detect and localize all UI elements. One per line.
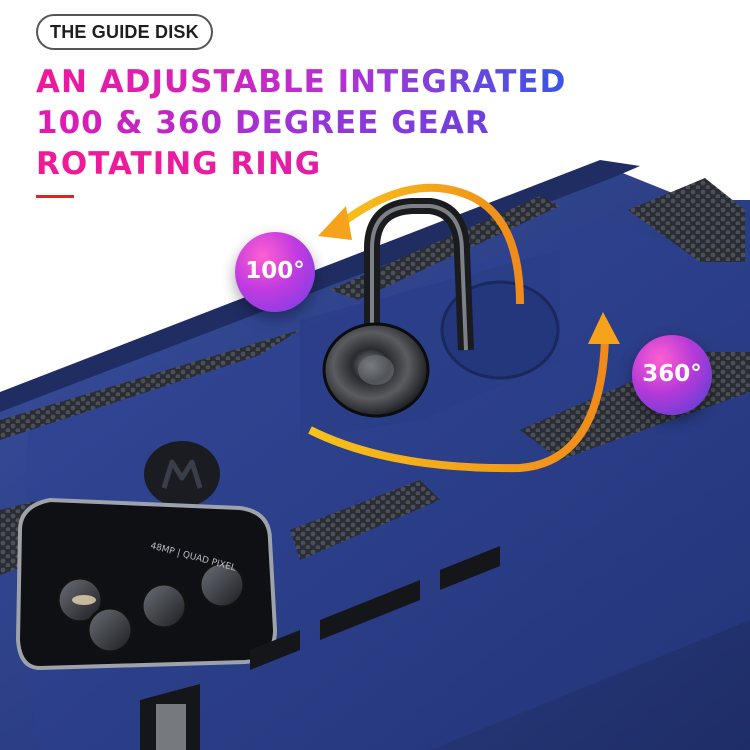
angle-badge-100-label: 100° bbox=[245, 258, 305, 284]
headline: AN ADJUSTABLE INTEGRATED 100 & 360 DEGRE… bbox=[36, 62, 566, 185]
headline-line-3: ROTATING RING bbox=[36, 144, 566, 185]
guide-disk-tag: THE GUIDE DISK bbox=[36, 14, 213, 50]
accent-divider bbox=[36, 195, 74, 198]
angle-badge-360: 360° bbox=[632, 335, 712, 415]
angle-badge-100: 100° bbox=[235, 232, 315, 312]
headline-line-1: AN ADJUSTABLE INTEGRATED bbox=[36, 62, 566, 103]
rotate-up-arrow-icon bbox=[308, 312, 620, 473]
camera-module: 48MP | QUAD PIXEL bbox=[15, 497, 278, 671]
angle-badge-360-label: 360° bbox=[642, 361, 702, 387]
grip-strip bbox=[290, 480, 440, 560]
headline-line-2: 100 & 360 DEGREE GEAR bbox=[36, 103, 566, 144]
rotate-left-arrow-icon bbox=[318, 183, 524, 305]
grip-strip bbox=[0, 330, 300, 440]
grip-strip bbox=[628, 178, 745, 262]
